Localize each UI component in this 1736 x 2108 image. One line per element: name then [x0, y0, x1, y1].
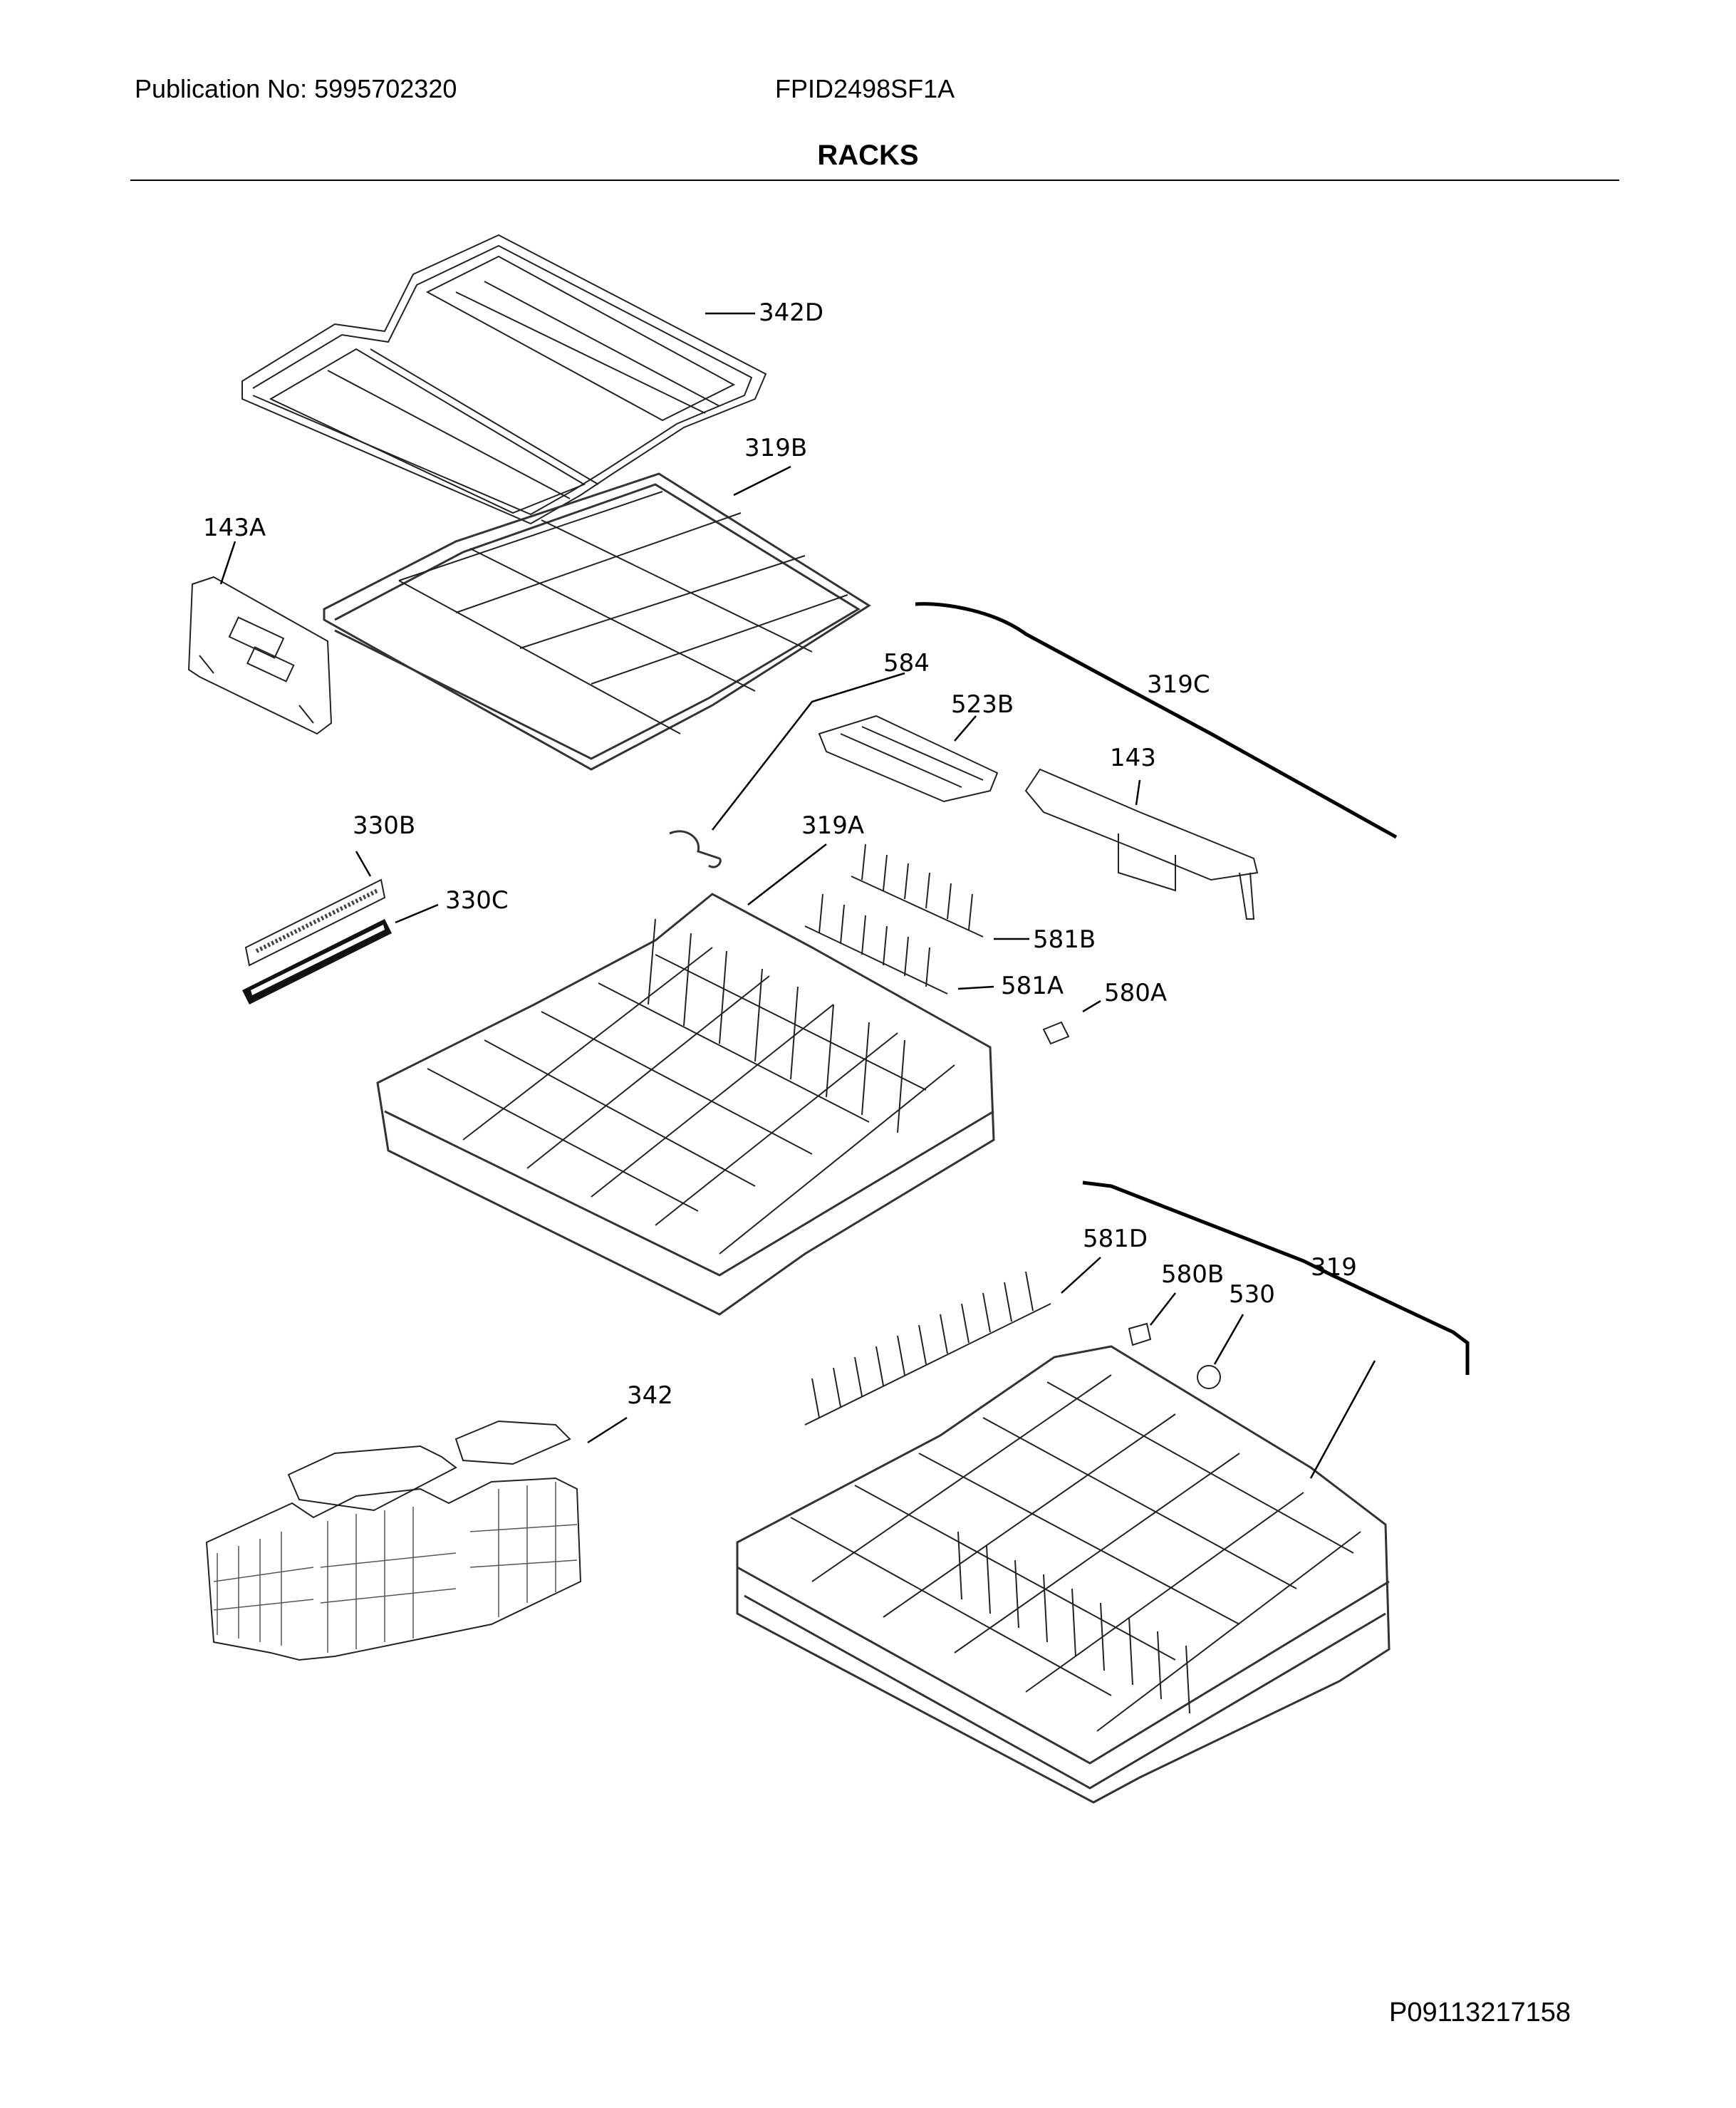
label-319B: 319B [744, 434, 807, 462]
upper-basket-319A-drawing [376, 893, 995, 1316]
rail-319-drawing [1082, 1180, 1470, 1375]
label-143A: 143A [203, 514, 266, 542]
label-330B: 330B [353, 811, 415, 840]
model-number: FPID2498SF1A [775, 74, 955, 103]
leader-319B [733, 465, 791, 497]
upper-wire-frame-drawing [323, 472, 871, 771]
page-title: RACKS [817, 140, 919, 171]
leader-530 [1213, 1314, 1244, 1365]
label-319C: 319C [1147, 670, 1210, 699]
tines-581A-drawing [804, 893, 948, 995]
label-143: 143 [1110, 744, 1156, 772]
label-330C: 330C [445, 886, 509, 915]
label-319: 319 [1311, 1253, 1357, 1282]
wheel-530-drawing [1197, 1365, 1221, 1389]
clip-580A-drawing [1042, 1021, 1070, 1045]
cutlery-tray-drawing [241, 234, 767, 525]
label-342: 342 [627, 1381, 673, 1410]
label-580B: 580B [1161, 1260, 1224, 1289]
rack-adjuster-143-drawing [1024, 768, 1259, 920]
tines-581D-drawing [804, 1271, 1051, 1426]
silverware-basket-342-drawing [205, 1420, 582, 1661]
label-530: 530 [1229, 1280, 1275, 1309]
clip-584-drawing [669, 830, 722, 868]
label-581A: 581A [1001, 972, 1064, 1000]
rail-319C-drawing [915, 602, 1398, 839]
label-581D: 581D [1083, 1225, 1148, 1253]
leader-319A [747, 843, 827, 905]
strip-330B-drawing [244, 878, 386, 967]
rack-adjuster-drawing [187, 576, 333, 735]
strip-330C-drawing [242, 919, 392, 1004]
leader-581A [957, 985, 994, 990]
leader-143A [219, 541, 237, 585]
lower-basket-drawing [736, 1345, 1391, 1804]
leader-584 [712, 672, 905, 831]
leader-143 [1135, 779, 1141, 806]
label-584: 584 [883, 649, 930, 677]
label-319A: 319A [801, 811, 864, 840]
diagram-code: P09113217158 [1389, 1998, 1571, 2027]
leader-lower-basket [1309, 1360, 1376, 1479]
cup-shelf-523B-drawing [818, 715, 999, 803]
publication-number: Publication No: 5995702320 [135, 74, 457, 103]
tines-581B-drawing [851, 843, 984, 938]
label-342D: 342D [759, 298, 823, 327]
leader-523B [954, 715, 977, 742]
leader-342 [587, 1416, 628, 1444]
header-divider [130, 180, 1619, 181]
leader-330C [395, 903, 439, 924]
clip-580B-drawing [1128, 1322, 1152, 1346]
label-523B: 523B [951, 690, 1014, 719]
leader-580B [1150, 1292, 1176, 1326]
leader-580A [1082, 1000, 1101, 1013]
label-581B: 581B [1033, 925, 1096, 954]
leader-581D [1061, 1257, 1101, 1294]
leader-330B [355, 851, 372, 877]
label-580A: 580A [1104, 979, 1167, 1007]
